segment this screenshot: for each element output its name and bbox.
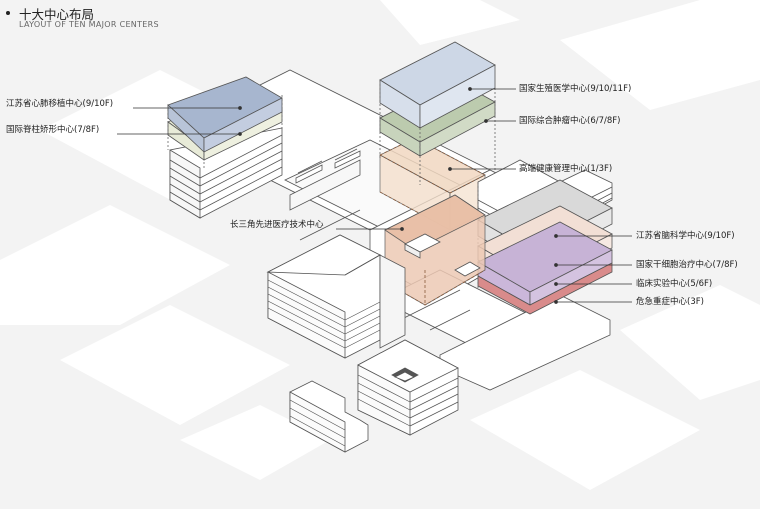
label-health-mgmt: 高端健康管理中心(1/3F) bbox=[519, 164, 612, 174]
label-stem-cell: 国家干细胞治疗中心(7/8F) bbox=[636, 260, 738, 270]
label-cardio-lung: 江苏省心肺移植中心(9/10F) bbox=[6, 99, 113, 109]
label-spine: 国际脊柱矫形中心(7/8F) bbox=[6, 125, 99, 135]
label-reproductive: 国家生殖医学中心(9/10/11F) bbox=[519, 84, 631, 94]
label-tumor: 国际综合肿瘤中心(6/7/8F) bbox=[519, 116, 620, 126]
label-emergency: 危急重症中心(3F) bbox=[636, 297, 704, 307]
right-tower bbox=[478, 160, 612, 314]
label-brain: 江苏省脑科学中心(9/10F) bbox=[636, 231, 735, 241]
label-clinical: 临床实验中心(5/6F) bbox=[636, 279, 712, 289]
label-yangtze-tech: 长三角先进医疗技术中心 bbox=[230, 220, 324, 230]
